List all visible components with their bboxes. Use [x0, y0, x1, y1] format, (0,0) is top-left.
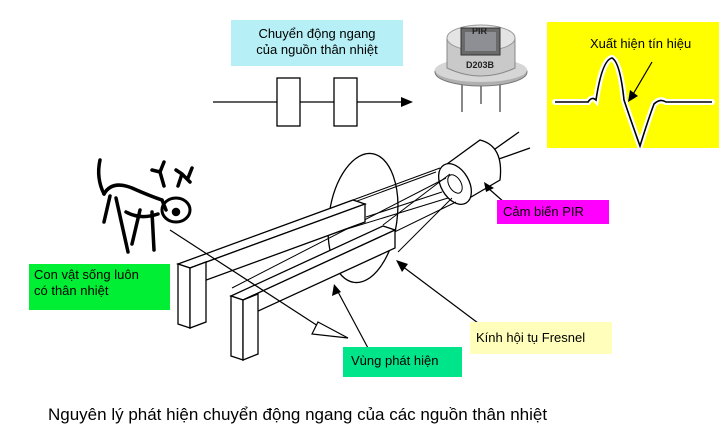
motion-label-line2: của nguồn thân nhiệt — [237, 42, 397, 58]
deer-sketch — [99, 160, 192, 252]
animal-label-line1: Con vật sống luôn — [34, 267, 165, 283]
chip-model-text: D203B — [466, 60, 494, 70]
chip-top-text: PIR — [472, 26, 487, 36]
animal-label: Con vật sống luôn có thân nhiệt — [29, 264, 170, 310]
pir-label: Cảm biến PIR — [497, 200, 609, 224]
motion-label-line1: Chuyển động ngang — [237, 26, 397, 42]
lens-pointer — [402, 266, 482, 326]
animal-label-line2: có thân nhiệt — [34, 283, 165, 299]
signal-label: Xuất hiện tín hiệu — [590, 36, 691, 52]
motion-arrow-head — [401, 97, 413, 107]
zone-pointer — [337, 290, 368, 348]
motion-box-1 — [277, 78, 300, 126]
figure-caption: Nguyên lý phát hiện chuyển động ngang củ… — [48, 405, 547, 425]
zone-label: Vùng phát hiện — [343, 347, 462, 377]
motion-label: Chuyển động ngang của nguồn thân nhiệt — [231, 20, 403, 66]
motion-box-2 — [334, 78, 357, 126]
motion-arrow-group — [213, 78, 413, 126]
lens-label: Kính hội tụ Fresnel — [470, 322, 612, 354]
